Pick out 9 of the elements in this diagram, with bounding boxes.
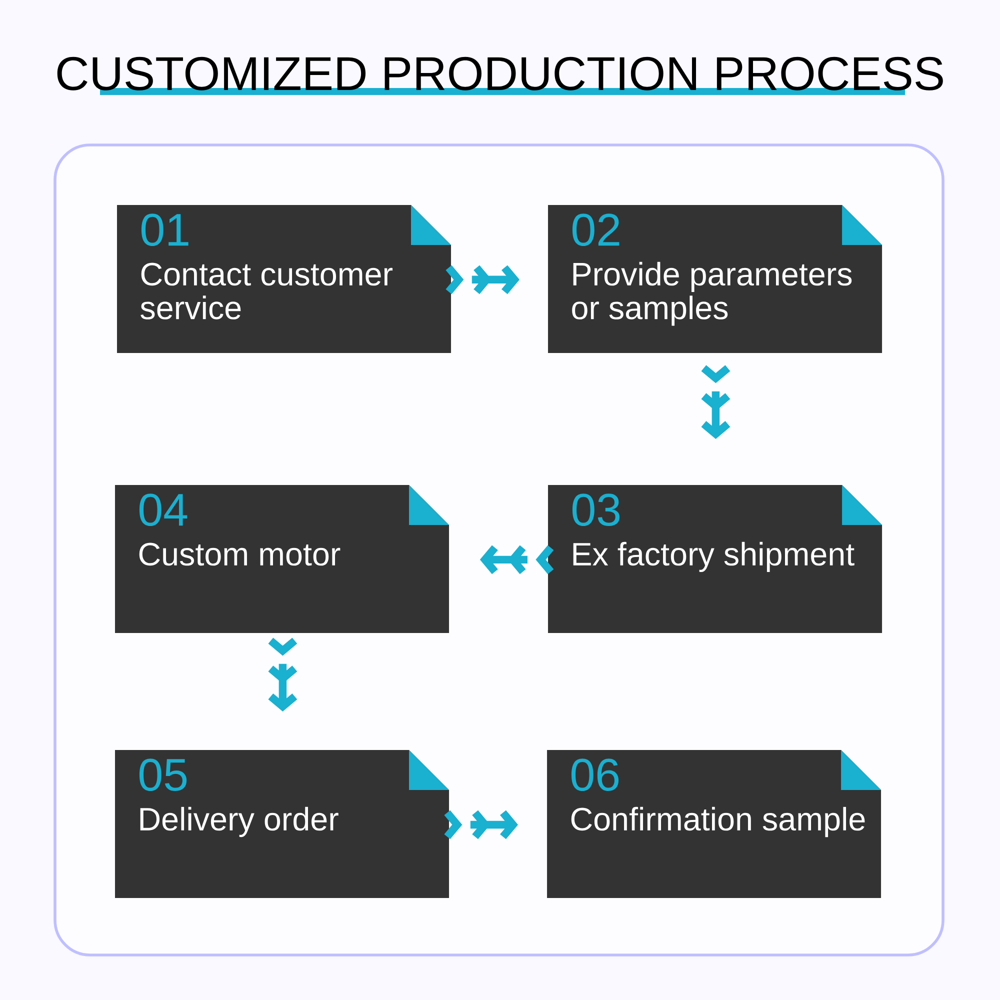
chevron-arrow [480, 545, 554, 574]
title: CUSTOMIZED PRODUCTION PROCESS [57, 56, 943, 90]
step-card: 03 Ex factory shipment [548, 484, 882, 633]
chevron-arrow [446, 265, 520, 294]
step-card: 05 Delivery order [115, 750, 450, 898]
step-card: 04 Custom motor [115, 484, 450, 633]
step-card: 06 Confirmation sample [547, 750, 882, 898]
step-card: 02 Provide parameters or samples [548, 204, 882, 353]
step-card: 01 Contact customer service [117, 204, 451, 353]
